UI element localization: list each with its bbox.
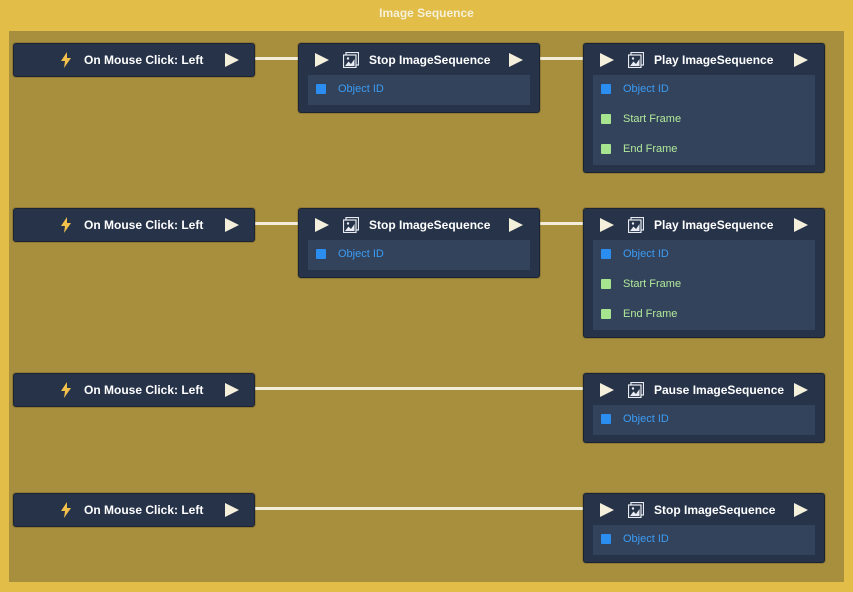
image-sequence-icon xyxy=(628,502,644,518)
node-title: On Mouse Click: Left xyxy=(84,383,204,397)
params-panel: Object ID xyxy=(308,75,530,105)
event-node-mouse-click[interactable]: On Mouse Click: Left xyxy=(13,43,255,77)
param-end-frame[interactable]: End Frame xyxy=(593,300,815,330)
flow-in-icon[interactable] xyxy=(315,53,329,67)
param-start-frame[interactable]: Start Frame xyxy=(593,270,815,300)
node-title: Pause ImageSequence xyxy=(654,383,785,397)
node-title: Stop ImageSequence xyxy=(369,53,491,67)
param-object-id[interactable]: Object ID xyxy=(593,405,815,435)
flow-out-icon[interactable] xyxy=(794,503,808,517)
param-object-id[interactable]: Object ID xyxy=(308,240,530,270)
stop-image-sequence-node[interactable]: Stop ImageSequence Object ID xyxy=(298,43,540,113)
event-node-mouse-click[interactable]: On Mouse Click: Left xyxy=(13,208,255,242)
play-image-sequence-node[interactable]: Play ImageSequence Object ID Start Frame… xyxy=(583,208,825,338)
node-title: On Mouse Click: Left xyxy=(84,218,204,232)
image-sequence-icon xyxy=(628,382,644,398)
int-pin-icon[interactable] xyxy=(601,309,611,319)
group-title: Image Sequence xyxy=(379,6,474,20)
flow-in-icon[interactable] xyxy=(600,53,614,67)
lightning-bolt-icon xyxy=(61,217,71,233)
int-pin-icon[interactable] xyxy=(601,144,611,154)
flow-in-icon[interactable] xyxy=(600,503,614,517)
param-end-frame[interactable]: End Frame xyxy=(593,135,815,165)
object-pin-icon[interactable] xyxy=(601,249,611,259)
wire-row1-event-to-stop xyxy=(254,57,299,60)
flow-out-icon[interactable] xyxy=(794,383,808,397)
wire-row2-stop-to-play xyxy=(539,222,584,225)
flow-in-icon[interactable] xyxy=(600,218,614,232)
wire-row3-event-to-pause xyxy=(254,387,584,390)
event-node-mouse-click[interactable]: On Mouse Click: Left xyxy=(13,493,255,527)
lightning-bolt-icon xyxy=(61,382,71,398)
flow-out-icon[interactable] xyxy=(225,53,239,67)
flow-out-icon[interactable] xyxy=(794,53,808,67)
stop-image-sequence-node[interactable]: Stop ImageSequence Object ID xyxy=(583,493,825,563)
int-pin-icon[interactable] xyxy=(601,114,611,124)
node-title: Stop ImageSequence xyxy=(369,218,491,232)
image-sequence-icon xyxy=(628,52,644,68)
param-object-id[interactable]: Object ID xyxy=(593,525,815,555)
param-object-id[interactable]: Object ID xyxy=(593,75,815,105)
params-panel: Object ID xyxy=(593,525,815,555)
param-object-id[interactable]: Object ID xyxy=(308,75,530,105)
int-pin-icon[interactable] xyxy=(601,279,611,289)
wire-row4-event-to-stop xyxy=(254,507,584,510)
image-sequence-icon xyxy=(628,217,644,233)
params-panel: Object ID xyxy=(308,240,530,270)
node-title: On Mouse Click: Left xyxy=(84,503,204,517)
params-panel: Object ID Start Frame End Frame xyxy=(593,75,815,165)
flow-out-icon[interactable] xyxy=(225,383,239,397)
flow-out-icon[interactable] xyxy=(794,218,808,232)
flow-in-icon[interactable] xyxy=(315,218,329,232)
lightning-bolt-icon xyxy=(61,502,71,518)
params-panel: Object ID Start Frame End Frame xyxy=(593,240,815,330)
event-node-mouse-click[interactable]: On Mouse Click: Left xyxy=(13,373,255,407)
flow-in-icon[interactable] xyxy=(600,383,614,397)
param-start-frame[interactable]: Start Frame xyxy=(593,105,815,135)
params-panel: Object ID xyxy=(593,405,815,435)
flow-out-icon[interactable] xyxy=(225,503,239,517)
wire-row1-stop-to-play xyxy=(539,57,584,60)
node-title: Play ImageSequence xyxy=(654,218,774,232)
node-title: Play ImageSequence xyxy=(654,53,774,67)
object-pin-icon[interactable] xyxy=(316,249,326,259)
object-pin-icon[interactable] xyxy=(601,414,611,424)
object-pin-icon[interactable] xyxy=(601,534,611,544)
object-pin-icon[interactable] xyxy=(316,84,326,94)
param-object-id[interactable]: Object ID xyxy=(593,240,815,270)
stop-image-sequence-node[interactable]: Stop ImageSequence Object ID xyxy=(298,208,540,278)
flow-out-icon[interactable] xyxy=(225,218,239,232)
play-image-sequence-node[interactable]: Play ImageSequence Object ID Start Frame… xyxy=(583,43,825,173)
image-sequence-icon xyxy=(343,217,359,233)
wire-row2-event-to-stop xyxy=(254,222,299,225)
lightning-bolt-icon xyxy=(61,52,71,68)
node-title: On Mouse Click: Left xyxy=(84,53,204,67)
pause-image-sequence-node[interactable]: Pause ImageSequence Object ID xyxy=(583,373,825,443)
image-sequence-icon xyxy=(343,52,359,68)
flow-out-icon[interactable] xyxy=(509,53,523,67)
object-pin-icon[interactable] xyxy=(601,84,611,94)
node-title: Stop ImageSequence xyxy=(654,503,776,517)
flow-out-icon[interactable] xyxy=(509,218,523,232)
